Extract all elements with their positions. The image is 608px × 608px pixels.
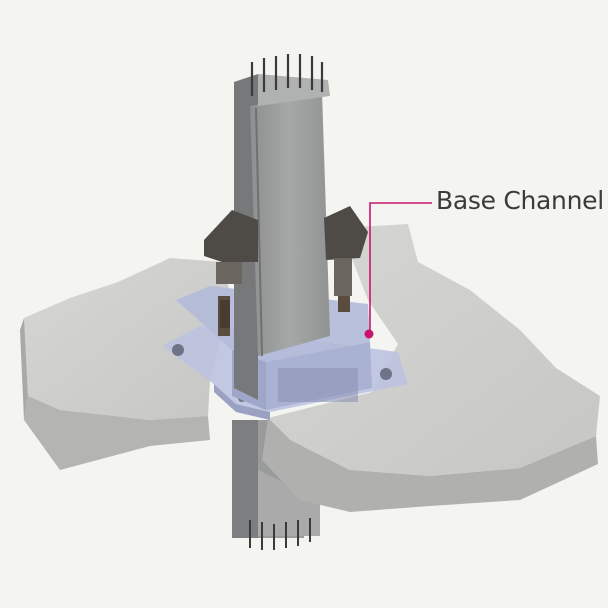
top-rebar [250, 54, 324, 96]
callout-leader [364, 202, 432, 339]
base-channel-label: Base Channel [436, 186, 604, 215]
bracket-right [324, 206, 368, 296]
lower-rebar [249, 518, 311, 550]
concrete-slab [20, 224, 600, 512]
callout-dot [364, 329, 374, 339]
anchor-bolt [172, 344, 184, 356]
bracket-left [204, 210, 258, 328]
anchor-bolt [380, 368, 392, 380]
